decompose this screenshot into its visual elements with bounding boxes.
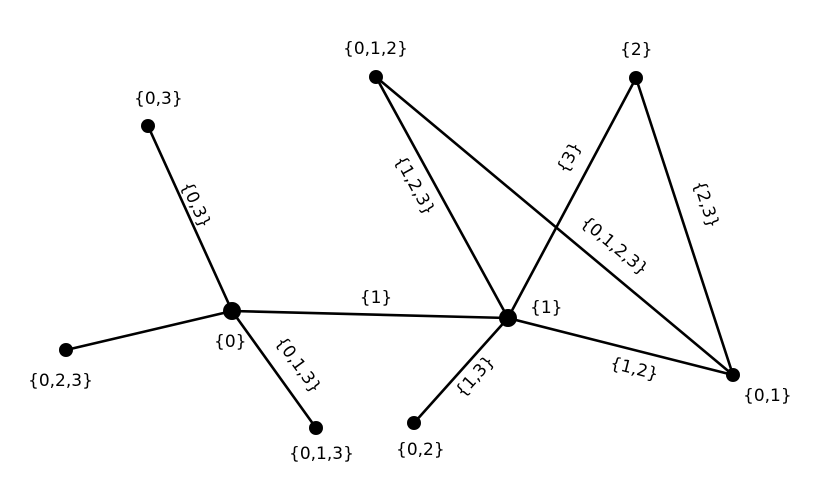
edges [64, 75, 735, 430]
edge-label-03-0: {0,3} [176, 179, 214, 232]
edge-label-0-1: {1} [360, 288, 392, 308]
edge-label-2-01: {2,3} [689, 178, 723, 230]
edge-label-1-01: {1,2} [608, 353, 660, 384]
node-label-01: {0,1} [743, 386, 792, 406]
edge-label-012-01: {0,1,2,3} [577, 213, 652, 280]
edge-0-023 [64, 309, 234, 352]
edge-0-1 [230, 309, 510, 320]
edge-label-0-013: {0,1,3} [271, 333, 325, 397]
edge-012-1 [374, 75, 510, 320]
node-0 [223, 302, 241, 320]
edge-012-01 [374, 75, 735, 377]
nodes [59, 70, 740, 435]
node-03 [141, 119, 155, 133]
edge-1-02 [412, 316, 510, 425]
node-2 [629, 71, 643, 85]
edge-label-2-1: {3} [553, 139, 586, 177]
edge-labels: {0,3} {0,1,3} {1} {1,2,3} {0,1,2,3} {3} … [176, 139, 722, 402]
node-02 [407, 416, 421, 430]
node-label-03: {0,3} [134, 89, 183, 109]
node-01 [726, 368, 740, 382]
node-label-012: {0,1,2} [343, 39, 408, 59]
node-023 [59, 343, 73, 357]
edge-label-012-1: {1,2,3} [390, 152, 439, 219]
node-label-013: {0,1,3} [289, 444, 354, 464]
node-labels: {0,3} {0} {0,2,3} {0,1,3} {1} {0,2} {0,1… [28, 39, 792, 464]
edge-1-01 [506, 316, 735, 377]
node-label-02: {0,2} [396, 440, 445, 460]
node-1 [499, 309, 517, 327]
edge-2-1 [506, 76, 638, 320]
edge-03-0 [146, 124, 234, 313]
node-label-0: {0} [214, 332, 246, 352]
node-label-023: {0,2,3} [28, 371, 93, 391]
edge-2-01 [634, 76, 735, 377]
edge-label-1-02: {1,3} [452, 352, 499, 402]
edge-0-013 [230, 309, 318, 430]
node-label-1: {1} [530, 298, 562, 318]
node-012 [369, 70, 383, 84]
node-013 [309, 421, 323, 435]
node-label-2: {2} [620, 40, 652, 60]
